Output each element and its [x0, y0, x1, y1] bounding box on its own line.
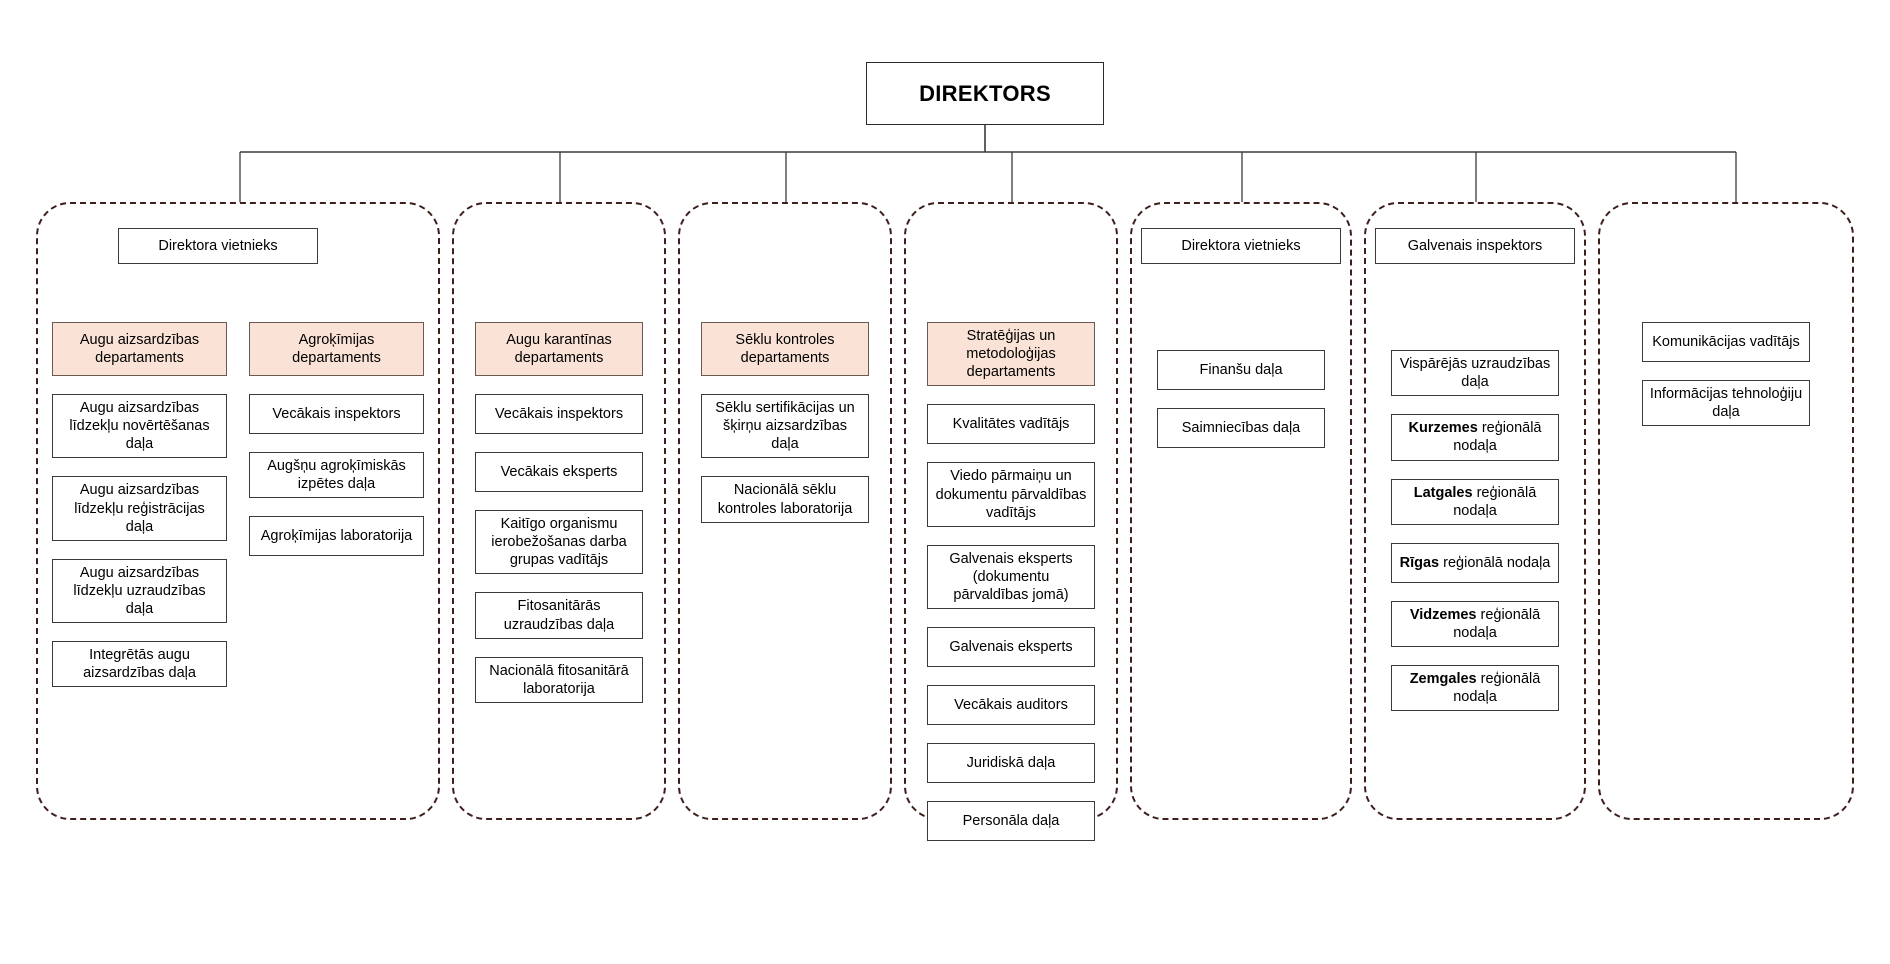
unit-node-label: Galvenais eksperts (dokumentu pārvaldība… — [949, 550, 1073, 603]
department-node-label: Sēklu kontroles departaments — [735, 331, 835, 366]
unit-node[interactable]: Kurzemes reģionālā nodaļa — [1391, 414, 1559, 461]
unit-node[interactable]: Augu aizsardzības līdzekļu novērtēšanas … — [52, 394, 227, 459]
unit-node[interactable]: Galvenais eksperts (dokumentu pārvaldība… — [927, 544, 1095, 610]
unit-node[interactable]: Zemgales reģionālā nodaļa — [1391, 665, 1559, 712]
unit-node-label: Fitosanitārās uzraudzības daļa — [503, 598, 615, 633]
unit-node-label: Zemgales reģionālā nodaļa — [1409, 671, 1541, 706]
unit-node[interactable]: Kvalitātes vadītājs — [927, 404, 1095, 445]
group-container-seed-control — [678, 202, 892, 820]
unit-node-label: Kvalitātes vadītājs — [952, 416, 1070, 433]
unit-node[interactable]: Galvenais eksperts — [927, 627, 1095, 668]
unit-node[interactable]: Saimniecības daļa — [1157, 408, 1325, 448]
unit-node-label: Vecākais inspektors — [494, 405, 624, 422]
unit-node-label: Juridiskā daļa — [966, 755, 1056, 772]
unit-node-label: Augu aizsardzības līdzekļu novērtēšanas … — [69, 400, 210, 453]
unit-node-label: Augu aizsardzības līdzekļu reģistrācijas… — [74, 482, 205, 535]
head-node-plant-protection-and-agrochemistry[interactable]: Direktora vietnieks — [118, 228, 318, 264]
group-container-finance-and-economy — [1130, 202, 1352, 820]
unit-node-label: Vecākais eksperts — [500, 463, 618, 480]
unit-node[interactable]: Augšņu agroķīmiskās izpētes daļa — [249, 452, 424, 499]
head-node-label: Direktora vietnieks — [1181, 237, 1301, 254]
unit-node[interactable]: Vidzemes reģionālā nodaļa — [1391, 600, 1559, 647]
unit-node[interactable]: Personāla daļa — [927, 801, 1095, 842]
department-node-seed-control[interactable]: Sēklu kontroles departaments — [701, 322, 869, 376]
unit-node-label: Personāla daļa — [962, 813, 1060, 830]
unit-node[interactable]: Rīgas reģionālā nodaļa — [1391, 542, 1559, 583]
unit-node-label: Augšņu agroķīmiskās izpētes daļa — [267, 458, 406, 493]
unit-node[interactable]: Integrētās augu aizsardzības daļa — [52, 641, 227, 688]
unit-node-label: Nacionālā sēklu kontroles laboratorija — [717, 482, 853, 517]
unit-node-label: Augu aizsardzības līdzekļu uzraudzības d… — [73, 564, 206, 617]
unit-node[interactable]: Vecākais inspektors — [475, 394, 643, 434]
unit-node[interactable]: Komunikācijas vadītājs — [1642, 322, 1810, 362]
head-node-finance-and-economy[interactable]: Direktora vietnieks — [1141, 228, 1341, 264]
unit-node-label: Rīgas reģionālā nodaļa — [1399, 554, 1551, 571]
unit-node-label: Integrētās augu aizsardzības daļa — [83, 647, 196, 682]
unit-node[interactable]: Augu aizsardzības līdzekļu reģistrācijas… — [52, 476, 227, 541]
root-node-direktors[interactable]: DIREKTORS — [866, 62, 1104, 125]
unit-node-label: Agroķīmijas laboratorija — [260, 528, 413, 545]
unit-node[interactable]: Latgales reģionālā nodaļa — [1391, 478, 1559, 525]
root-node-label: DIREKTORS — [919, 80, 1051, 106]
unit-node[interactable]: Vispārējās uzraudzības daļa — [1391, 350, 1559, 397]
unit-node[interactable]: Fitosanitārās uzraudzības daļa — [475, 592, 643, 639]
unit-node-label: Komunikācijas vadītājs — [1652, 333, 1800, 350]
unit-node-label: Sēklu sertifikācijas un šķirņu aizsardzī… — [715, 400, 855, 453]
unit-node[interactable]: Augu aizsardzības līdzekļu uzraudzības d… — [52, 558, 227, 624]
head-node-chief-inspector-regions[interactable]: Galvenais inspektors — [1375, 228, 1575, 264]
department-node-label: Augu aizsardzības departaments — [79, 331, 200, 366]
unit-node[interactable]: Juridiskā daļa — [927, 743, 1095, 784]
unit-node[interactable]: Finanšu daļa — [1157, 350, 1325, 390]
unit-node[interactable]: Kaitīgo organismu ierobežošanas darba gr… — [475, 510, 643, 575]
group-container-plant-protection-and-agrochemistry — [36, 202, 440, 820]
department-node-plant-quarantine[interactable]: Augu karantīnas departaments — [475, 322, 643, 376]
unit-node[interactable]: Vecākais eksperts — [475, 452, 643, 492]
unit-node[interactable]: Nacionālā fitosanitārā laboratorija — [475, 656, 643, 703]
unit-node-label: Vispārējās uzraudzības daļa — [1399, 356, 1551, 391]
unit-node-label: Kurzemes reģionālā nodaļa — [1408, 420, 1542, 455]
unit-node-label: Galvenais eksperts — [949, 639, 1073, 656]
department-node-strategy-and-methodology[interactable]: Stratēģijas un metodoloģijas departament… — [927, 322, 1095, 387]
head-node-label: Galvenais inspektors — [1407, 237, 1543, 254]
unit-node[interactable]: Vecākais auditors — [927, 685, 1095, 726]
unit-node[interactable]: Agroķīmijas laboratorija — [249, 516, 424, 557]
unit-node-label: Kaitīgo organismu ierobežošanas darba gr… — [491, 516, 627, 569]
department-node-label: Stratēģijas un metodoloģijas departament… — [966, 328, 1056, 381]
unit-node[interactable]: Nacionālā sēklu kontroles laboratorija — [701, 476, 869, 523]
unit-node[interactable]: Informācijas tehnoloģiju daļa — [1642, 380, 1810, 427]
column-strategy-and-methodology: Stratēģijas un metodoloģijas departament… — [927, 322, 1095, 842]
department-node-agrochemistry[interactable]: Agroķīmijas departaments — [249, 322, 424, 376]
unit-node[interactable]: Vecākais inspektors — [249, 394, 424, 434]
unit-node-label: Latgales reģionālā nodaļa — [1413, 484, 1537, 519]
unit-node-label: Informācijas tehnoloģiju daļa — [1649, 386, 1803, 421]
unit-node-label: Vidzemes reģionālā nodaļa — [1409, 606, 1541, 641]
unit-node[interactable]: Sēklu sertifikācijas un šķirņu aizsardzī… — [701, 394, 869, 459]
unit-node-label: Viedo pārmaiņu un dokumentu pārvaldības … — [935, 468, 1087, 521]
unit-node-label: Vecākais auditors — [954, 697, 1068, 714]
unit-node-label: Vecākais inspektors — [272, 405, 401, 422]
group-container-chief-inspector-regions — [1364, 202, 1586, 820]
group-container-communications-and-it — [1598, 202, 1854, 820]
unit-node[interactable]: Viedo pārmaiņu un dokumentu pārvaldības … — [927, 462, 1095, 527]
group-container-plant-quarantine — [452, 202, 666, 820]
department-node-label: Agroķīmijas departaments — [292, 331, 381, 366]
department-node-label: Augu karantīnas departaments — [506, 331, 612, 366]
unit-node-label: Finanšu daļa — [1199, 361, 1283, 378]
unit-node-label: Saimniecības daļa — [1181, 419, 1301, 436]
department-node-plant-protection[interactable]: Augu aizsardzības departaments — [52, 322, 227, 376]
unit-node-label: Nacionālā fitosanitārā laboratorija — [489, 662, 629, 697]
head-node-label: Direktora vietnieks — [158, 237, 278, 254]
